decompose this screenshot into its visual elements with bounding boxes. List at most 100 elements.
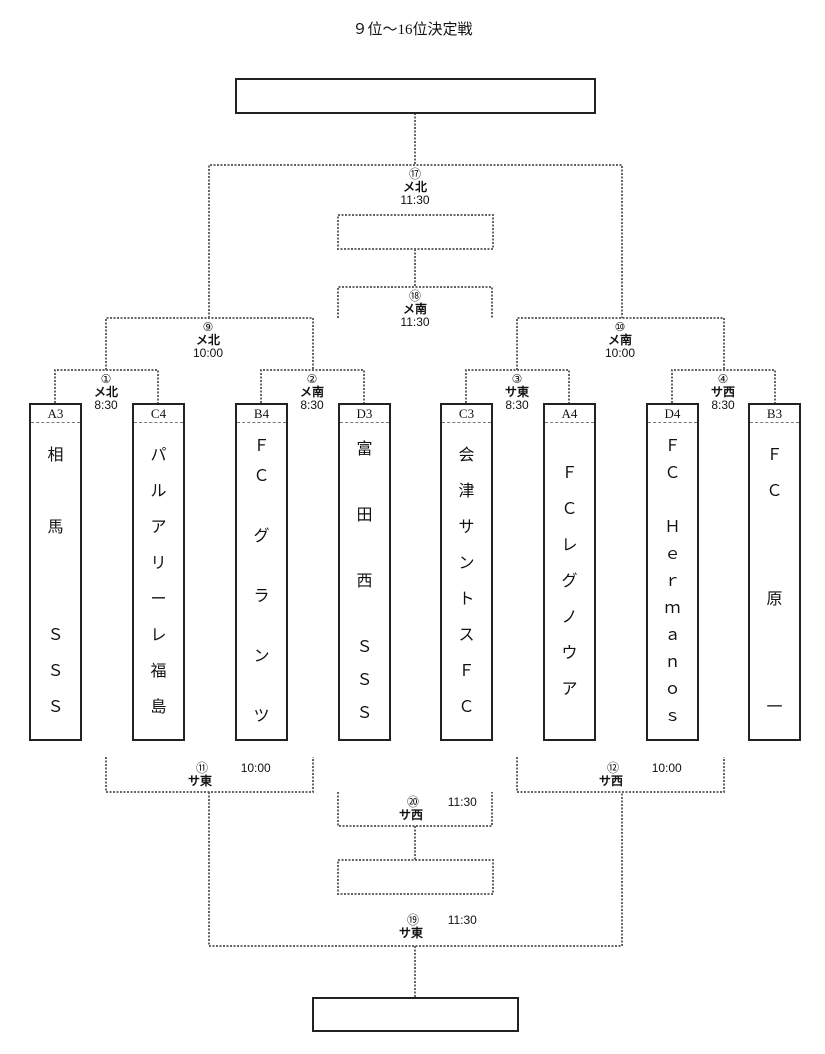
match-venue: サ西: [710, 385, 735, 399]
team-name-char: ー: [150, 588, 167, 608]
team-name-char: Ｆ: [253, 435, 270, 455]
team-name-char: Ｃ: [766, 480, 783, 500]
match-venue: メ北: [402, 180, 427, 194]
match-number: ③: [511, 372, 523, 386]
page-title: ９位～16位決定戦: [352, 22, 473, 38]
team-name-char: リ: [150, 552, 167, 572]
team-name-char: ｓ: [664, 706, 681, 725]
team-name-char: グ: [253, 525, 270, 545]
match-number: ⑩: [614, 320, 626, 334]
match-17-label: ⑰ メ北 11:30: [375, 168, 455, 207]
team-seed: D3: [340, 405, 389, 423]
bracket-m18: [337, 286, 493, 318]
result-box-13th: [312, 997, 519, 1032]
team-name-char: Ｈ: [664, 517, 681, 536]
match-time: 10:00: [604, 346, 636, 360]
team-name-char: 原: [766, 588, 783, 608]
match-number: ⑪: [196, 761, 209, 775]
team-name-char: 富: [356, 439, 373, 458]
team-name-char: ン: [253, 645, 270, 665]
team-name-char: Ｃ: [253, 465, 270, 485]
team-name-char: Ｓ: [356, 670, 373, 689]
bracket-m18-box: [337, 214, 494, 250]
team-name-char: ラ: [253, 585, 270, 605]
team-name-char: ト: [458, 588, 475, 608]
bracket-m12: [516, 757, 725, 793]
team-name-char: レ: [150, 624, 167, 644]
match-time: 10:00: [192, 346, 224, 360]
match-venue: メ北: [195, 333, 220, 347]
team-name-char: ン: [458, 552, 475, 572]
bracket-m17: [208, 164, 623, 318]
match-venue: サ西: [599, 774, 624, 788]
match-number: ①: [100, 372, 112, 386]
match-venue: メ南: [607, 333, 632, 347]
team-name-char: 福: [150, 660, 167, 680]
team-name-char: 会: [458, 444, 475, 464]
match-20-label: ⑳ 11:30 サ西: [399, 795, 477, 822]
bracket-m3: [465, 369, 570, 403]
match-number: ⑳: [407, 795, 420, 809]
team-name-char: ｍ: [664, 598, 681, 617]
team-name-char: レ: [561, 534, 578, 554]
team-name-char: 津: [458, 480, 475, 500]
bracket-m9: [105, 317, 314, 370]
team-name-char: 西: [356, 571, 373, 590]
team-name-char: ノ: [561, 606, 578, 626]
team-seed: C3: [442, 405, 491, 423]
match-venue: メ南: [402, 302, 427, 316]
bracket-m10: [516, 317, 725, 370]
match-number: ⑨: [202, 320, 214, 334]
match-time: 8:30: [300, 398, 324, 412]
team-seed: B4: [237, 405, 286, 423]
team-name-char: Ｃ: [664, 463, 681, 482]
team-name-char: サ: [458, 516, 475, 536]
team-name-char: Ｓ: [47, 660, 64, 680]
match-time: 10:00: [651, 761, 682, 775]
match-9-label: ⑨ メ北 10:00: [168, 321, 248, 360]
team-name-char: パ: [150, 444, 167, 464]
team-name-char: ｅ: [664, 544, 681, 563]
match-time: 11:30: [400, 315, 430, 329]
team-name-char: Ｆ: [458, 660, 475, 680]
match-19-label: ⑲ 11:30 サ東: [399, 914, 477, 940]
match-number: ④: [717, 372, 729, 386]
team-name: パルアリーレ福島: [134, 423, 183, 738]
team-name-char: Ｓ: [356, 637, 373, 656]
team-name-char: 島: [150, 696, 167, 716]
team-name-char: ウ: [561, 642, 578, 662]
team-name-char: Ｃ: [561, 498, 578, 518]
team-name-char: Ｓ: [47, 696, 64, 716]
team-name-char: ア: [561, 678, 578, 698]
match-4-label: ④ サ西 8:30: [703, 373, 743, 412]
team-name-char: 一: [766, 696, 783, 716]
match-venue: メ南: [299, 385, 324, 399]
match-number: ⑫: [607, 761, 620, 775]
team-name-char: ｒ: [664, 571, 681, 590]
match-time: 11:30: [400, 193, 430, 207]
bracket-m1: [54, 369, 159, 403]
match-venue: サ西: [399, 808, 424, 822]
match-2-label: ② メ南 8:30: [292, 373, 332, 412]
team-name-char: 相: [47, 444, 64, 464]
match-1-label: ① メ北 8:30: [86, 373, 126, 412]
bracket-m4: [671, 369, 776, 403]
match-time: 11:30: [447, 795, 477, 809]
team-name-char: 馬: [47, 516, 64, 536]
team-name-char: Ｆ: [561, 462, 578, 482]
match-time: 10:00: [240, 761, 271, 775]
match-time: 8:30: [94, 398, 118, 412]
team-name-char: ツ: [253, 705, 270, 725]
match-3-label: ③ サ東 8:30: [497, 373, 537, 412]
team-seed: A3: [31, 405, 80, 423]
match-11-label: ⑪ 10:00 サ東: [188, 761, 271, 788]
team-seed: C4: [134, 405, 183, 423]
match-venue: サ東: [188, 774, 213, 788]
